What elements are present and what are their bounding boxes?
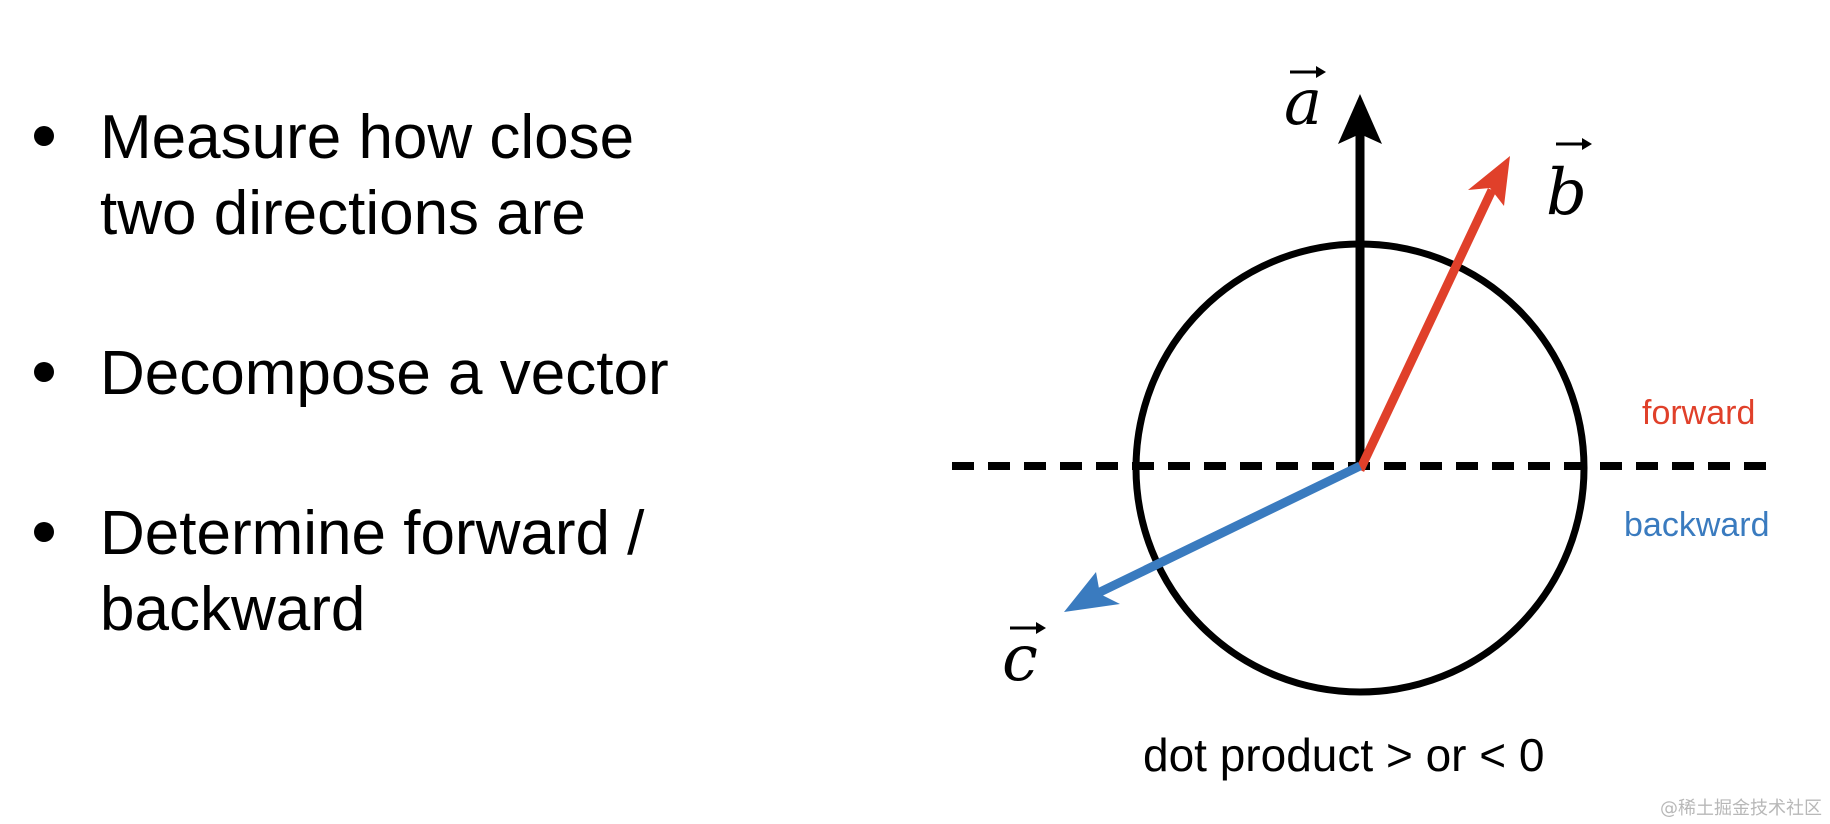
dot-product-caption: dot product > or < 0 (1143, 729, 1545, 781)
bullet-item-measure-closeness: Measure how close two directions are (30, 100, 790, 252)
bullet-text-line: backward (100, 575, 366, 644)
bullet-text-line: Measure how close (100, 103, 635, 172)
vector-c-label: c (1002, 622, 1046, 696)
watermark: @稀土掘金技术社区 (1660, 798, 1822, 819)
bullet-item-decompose-vector: Decompose a vector (30, 336, 790, 412)
vector-b-label: b (1546, 138, 1592, 230)
bullet-item-forward-backward: Determine forward / backward (30, 496, 790, 648)
forward-label: forward (1642, 394, 1755, 432)
vector-b-arrow (1355, 156, 1510, 472)
bullet-dot (34, 126, 54, 146)
bullet-text-line: Decompose a vector (100, 339, 669, 408)
svg-text:b: b (1546, 156, 1587, 230)
bullet-text-line: Determine forward / (100, 499, 645, 568)
vector-c-arrow (1064, 461, 1362, 612)
svg-text:c: c (1002, 622, 1038, 696)
vector-a-label: a (1284, 66, 1326, 140)
vector-a-arrow (1338, 94, 1382, 470)
bullet-list: Measure how close two directions are Dec… (30, 100, 790, 732)
bullet-dot (34, 522, 54, 542)
bullet-text-line: two directions are (100, 179, 586, 248)
svg-text:a: a (1284, 66, 1322, 140)
backward-label: backward (1624, 506, 1770, 544)
bullet-dot (34, 362, 54, 382)
